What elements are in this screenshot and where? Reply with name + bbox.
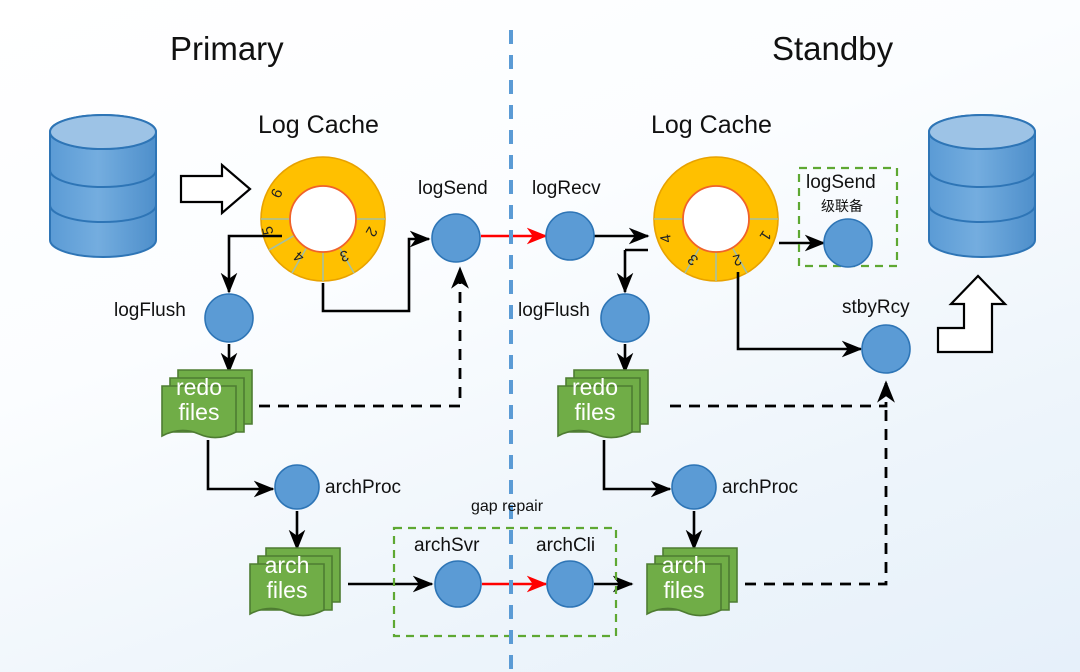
gap-repair-label: gap repair — [471, 498, 544, 515]
edge-cache-to-stbyrcy — [736, 272, 863, 358]
block-arrow-recovery-to-db — [936, 274, 1008, 354]
stbyrcy-node[interactable] — [861, 324, 911, 374]
cascade-logsend-node[interactable] — [823, 218, 873, 268]
primary-archproc-node[interactable] — [274, 464, 320, 510]
edge-redofiles-to-archproc-standby — [602, 440, 672, 498]
primary-redo-files-label: redo files — [175, 374, 223, 425]
primary-redo-files-icon — [161, 369, 253, 439]
stbyrcy-label: stbyRcy — [842, 297, 910, 318]
primary-logflush-label: logFlush — [114, 300, 186, 321]
standby-log-cache-title: Log Cache — [651, 111, 772, 139]
standby-arch-files-icon — [646, 547, 738, 617]
standby-redo-files-label: redo files — [571, 374, 619, 425]
standby-logrecv-node[interactable] — [545, 211, 595, 261]
standby-arch-files-label: arch files — [661, 552, 707, 603]
standby-database-icon — [928, 114, 1036, 258]
primary-archproc-label: archProc — [325, 477, 402, 498]
cascade-logsend-label: logSend — [806, 172, 876, 193]
edge-cache-to-logflush — [220, 234, 282, 294]
edge-archfiles-to-stbyrcy-dashed — [745, 410, 888, 586]
standby-archproc-node[interactable] — [671, 464, 717, 510]
edge-redofiles-to-archproc — [206, 440, 275, 498]
primary-logsend-node[interactable] — [431, 213, 481, 263]
primary-database-icon — [49, 114, 157, 258]
archsvr-node[interactable] — [434, 560, 482, 608]
block-arrow-db-to-cache — [179, 162, 252, 216]
archcli-node[interactable] — [546, 560, 594, 608]
primary-arch-files-label: arch files — [264, 552, 310, 603]
edge-redofiles-to-stbyrcy-dashed — [670, 380, 895, 408]
standby-logrecv-label: logRecv — [532, 178, 601, 199]
edge-cache-to-logsend — [321, 230, 431, 313]
cascade-logsend-sublabel: 级联备 — [821, 198, 863, 214]
edge-redofiles-to-logsend-dashed — [240, 266, 469, 408]
standby-log-cache-donut — [653, 156, 779, 282]
standby-logflush-label: logFlush — [518, 300, 590, 321]
primary-log-cache-title: Log Cache — [258, 111, 379, 139]
primary-arch-files-icon — [249, 547, 341, 617]
archcli-label: archCli — [536, 535, 596, 556]
primary-log-cache-donut — [260, 156, 386, 282]
primary-header: Primary — [170, 30, 284, 67]
standby-redo-files-icon — [557, 369, 649, 439]
primary-logsend-label: logSend — [418, 178, 488, 199]
standby-header: Standby — [772, 30, 894, 67]
gap-repair-group-box — [392, 526, 618, 638]
standby-archproc-label: archProc — [722, 477, 799, 498]
standby-logflush-node[interactable] — [600, 293, 650, 343]
primary-logflush-node[interactable] — [204, 293, 254, 343]
archsvr-label: archSvr — [414, 535, 480, 556]
